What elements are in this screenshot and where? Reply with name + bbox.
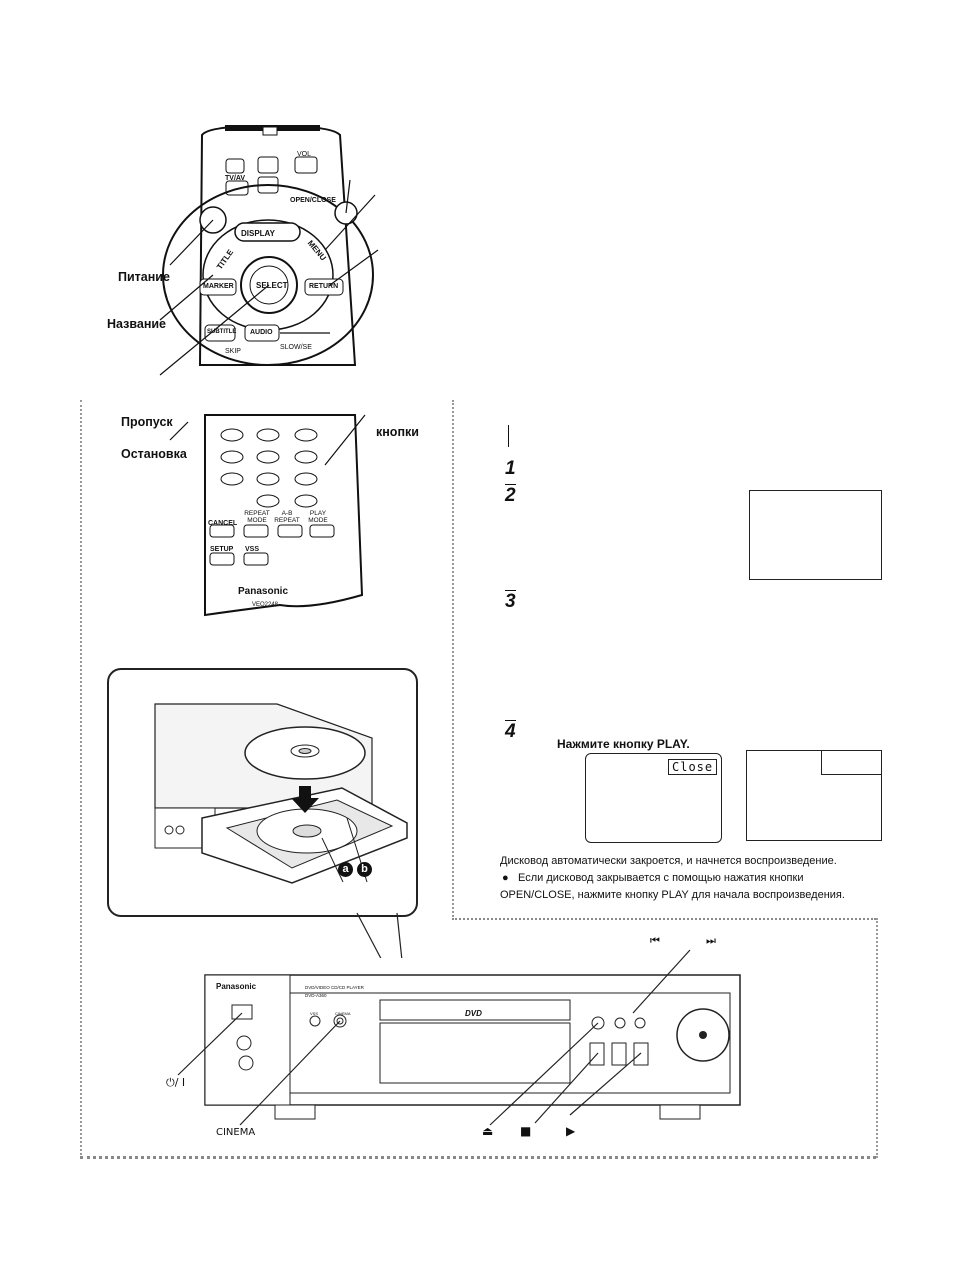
tray-marker-b-text: b [361, 863, 368, 875]
display-button-label: DISPLAY [241, 229, 275, 238]
player-top-border [452, 918, 876, 920]
step-4-screen-tab [821, 750, 881, 775]
step-4-number: 4 [505, 720, 516, 742]
left-border [80, 400, 82, 1155]
player-brand-logo: Panasonic [216, 982, 257, 991]
power-label: Питание [118, 270, 170, 284]
middle-border [452, 400, 454, 920]
right-border [876, 918, 878, 1158]
power-symbol-label: ⏻/ I [166, 1076, 186, 1089]
buttons-label: кнопки [376, 425, 419, 439]
tray-marker-a: a [338, 862, 353, 877]
return-button-label: RETURN [309, 283, 339, 290]
tray-marker-b: b [357, 862, 372, 877]
stop-icon: ■ [520, 1124, 532, 1138]
select-button-label: SELECT [256, 281, 288, 290]
slow-search-button-label: SLOW/SE [280, 344, 312, 351]
skip-forward-icon: ⏭ [706, 934, 716, 947]
vss-button-label: VSS [245, 546, 260, 553]
stop-label: Остановка [121, 447, 187, 461]
play-mode-button-label: PLAY MODE [308, 510, 328, 524]
title-label: Название [107, 317, 167, 331]
step-4-text: Нажмите кнопку PLAY. [557, 737, 690, 751]
ab-repeat-button-label: A-B REPEAT [274, 510, 300, 524]
step-2-screen-box [749, 490, 882, 580]
remote-brand-logo: Panasonic [238, 586, 289, 597]
step-marker-line [508, 425, 509, 447]
cinema-label: CINEMA [216, 1127, 256, 1138]
remote-model-number: VEQ2248 [252, 602, 279, 608]
marker-button-label: MARKER [203, 283, 234, 290]
tray-marker-a-text: a [342, 863, 349, 875]
repeat-mode-button-label: REPEAT MODE [244, 510, 270, 524]
cancel-button-label: CANCEL [208, 520, 238, 527]
eject-icon: ⏏ [482, 1124, 494, 1138]
setup-button-label: SETUP [210, 546, 234, 553]
skip-button-label: SKIP [225, 348, 241, 355]
vol-button-label: VOL [297, 151, 312, 158]
play-icon: ▶ [566, 1124, 576, 1138]
step-1-number: 1 [505, 458, 516, 479]
note-line-2: Если дисковод закрывается с помощью нажа… [518, 872, 804, 884]
step-3-number: 3 [505, 590, 516, 612]
player-model-line-1: DVD/VIDEO CD/CD PLAYER [305, 985, 364, 990]
open-close-button-label: OPEN/CLOSE [290, 197, 336, 204]
step-4-screen-box [746, 750, 882, 841]
player-vss-label: VSS [310, 1011, 319, 1016]
tvav-button-label: TV/AV [225, 175, 246, 182]
skip-label: Пропуск [121, 415, 173, 429]
disc-tray-illustration [154, 703, 408, 958]
player-cinema-small-label: CINEMA [335, 1011, 351, 1016]
dvd-player-front-illustration [177, 949, 741, 1126]
audio-button-label: AUDIO [250, 329, 273, 336]
close-indicator: Close [668, 759, 718, 775]
note-line-1: Дисковод автоматически закроется, и начн… [500, 855, 837, 867]
player-model-line-2: DVD-A360 [305, 993, 327, 998]
bottom-border [80, 1156, 876, 1159]
skip-back-icon: ⏮ [650, 934, 660, 947]
dvd-logo: DVD [465, 1009, 482, 1018]
note-line-3: OPEN/CLOSE, нажмите кнопку PLAY для нача… [500, 889, 845, 901]
remote-control-illustration [159, 125, 379, 617]
step-2-number: 2 [505, 484, 516, 506]
subtitle-button-label: SUBTITLE [207, 329, 237, 335]
note-bullet: ● [502, 872, 509, 884]
